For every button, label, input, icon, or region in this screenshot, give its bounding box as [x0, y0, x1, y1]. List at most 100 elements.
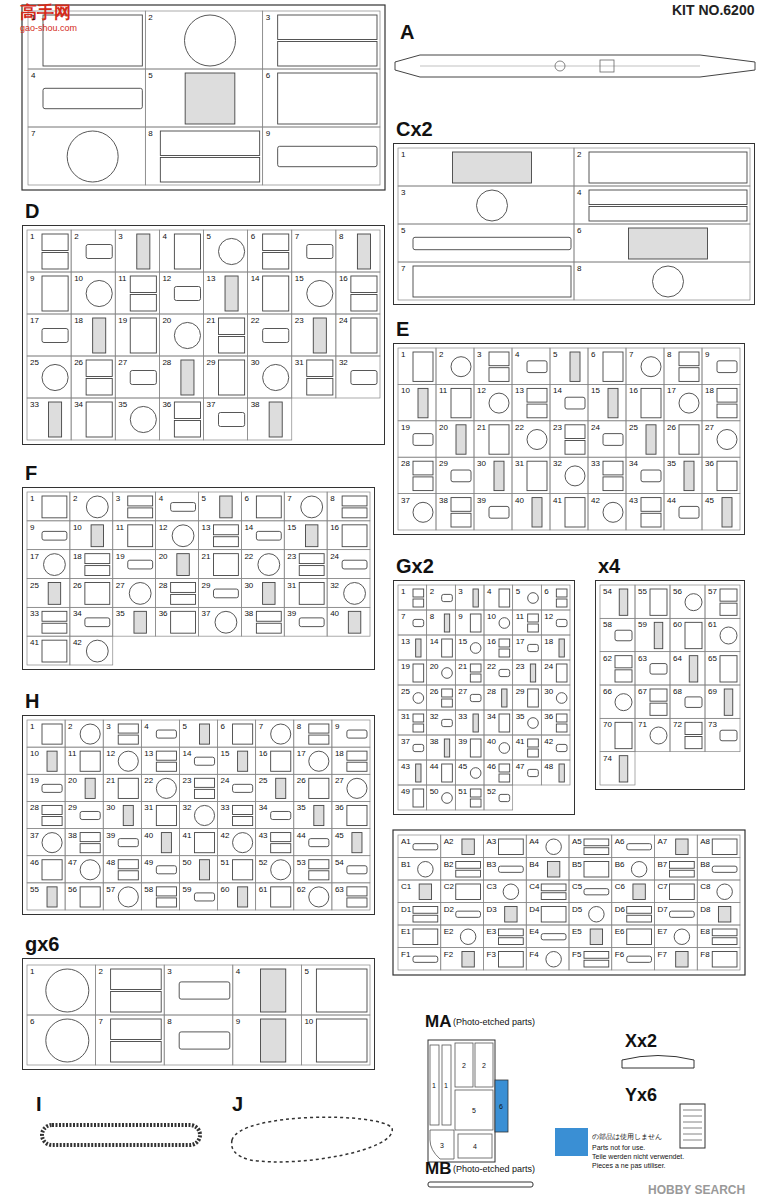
- part-shape: [712, 866, 737, 872]
- sprue-runner: [541, 735, 570, 760]
- part-shape: [309, 860, 329, 869]
- sprue-runner: [398, 148, 574, 186]
- callout-number: 10: [30, 750, 39, 758]
- callout-number: C3: [487, 883, 497, 891]
- callout-number: 37: [202, 610, 211, 618]
- part-shape: [674, 929, 690, 945]
- sprue-runner: [588, 457, 626, 493]
- callout-number: E2: [444, 928, 454, 936]
- part-shape: [528, 749, 539, 757]
- sprue-runner: [96, 965, 165, 1015]
- callout-number: 34: [629, 460, 638, 468]
- part-shape: [462, 839, 474, 855]
- sprue-runner: [670, 685, 705, 718]
- part-shape: [556, 724, 567, 732]
- part-shape: [530, 664, 535, 682]
- callout-number: 41: [516, 738, 525, 746]
- callout-number: 69: [708, 688, 717, 696]
- part-shape: [470, 614, 481, 632]
- sprue-runner: [141, 801, 179, 828]
- callout-number: 1: [401, 151, 405, 159]
- callout-number: A4: [529, 838, 539, 846]
- sprue-letter: H: [25, 691, 39, 711]
- part-shape: [185, 15, 236, 66]
- callout-number: 59: [638, 621, 647, 629]
- part-shape: [344, 583, 366, 605]
- part-shape: [473, 589, 478, 607]
- part-shape: [80, 751, 100, 771]
- part-shape: [650, 727, 667, 744]
- sprue-runner: [635, 652, 670, 685]
- callout-number: 1: [401, 588, 405, 596]
- sprue-runner: [332, 720, 370, 747]
- part-shape: [528, 769, 539, 776]
- sprue-runner: [141, 856, 179, 883]
- part-shape: [263, 276, 289, 311]
- part-shape: [565, 397, 585, 409]
- callout-number: 18: [73, 553, 82, 561]
- sprue-runner: [484, 948, 527, 971]
- sprue-runner: [655, 858, 698, 881]
- sprue-runner: [70, 607, 113, 636]
- sprue-runner: [705, 685, 740, 718]
- sprue-runner: [27, 607, 70, 636]
- callout-number: 49: [144, 859, 153, 867]
- callout-number: 19: [116, 553, 125, 561]
- part-shape: [219, 360, 245, 395]
- callout-number: 36: [705, 460, 714, 468]
- sprue-runner: [248, 230, 292, 272]
- callout-number: 4: [31, 72, 35, 80]
- sprue-runner: [70, 579, 113, 608]
- sprue-runner: [256, 883, 294, 910]
- callout-number: 44: [297, 832, 306, 840]
- sprue-runner: [626, 494, 664, 530]
- part-shape: [442, 719, 453, 726]
- callout-number: 38: [439, 497, 448, 505]
- callout-number: D2: [444, 906, 454, 914]
- sprue-runner: [550, 494, 588, 530]
- part-shape: [556, 714, 567, 722]
- sprue-runner: [541, 710, 570, 735]
- part-shape: [42, 611, 67, 621]
- sprue-runner: [635, 685, 670, 718]
- part-shape: [589, 907, 605, 923]
- part-shape: [256, 496, 281, 518]
- sprue-runner: [336, 314, 380, 356]
- mesh-part: [683, 1110, 702, 1140]
- sprue-runner: [28, 69, 145, 127]
- callout-number: 4: [162, 233, 166, 241]
- callout-number: 18: [74, 317, 83, 325]
- sprue-runner: [204, 230, 248, 272]
- part-shape: [527, 404, 547, 418]
- part-shape: [619, 756, 628, 782]
- part-shape: [214, 537, 239, 547]
- callout-number: 17: [30, 553, 39, 561]
- part-shape: [442, 594, 453, 601]
- sprue-letter: Xx2: [625, 1032, 657, 1050]
- callout-number: 55: [30, 886, 39, 894]
- pe-part: [430, 1130, 454, 1159]
- part-shape: [717, 430, 737, 450]
- callout-number: 7: [99, 1018, 103, 1026]
- callout-number: 33: [458, 713, 467, 721]
- part-shape: [470, 739, 481, 757]
- part-shape: [505, 907, 517, 923]
- part-shape: [233, 805, 253, 814]
- sprue-runner: [526, 858, 569, 881]
- part-shape: [85, 554, 110, 564]
- sprue-runner: [256, 856, 294, 883]
- callout-number: 13: [515, 387, 524, 395]
- part-shape: [499, 669, 510, 676]
- sprue-letter: F: [25, 463, 37, 483]
- callout-number: 18: [544, 638, 553, 646]
- sprue-runner: [71, 272, 115, 314]
- part-shape: [541, 907, 566, 923]
- sprue-runner: [241, 492, 284, 521]
- callout-number: 3: [458, 588, 462, 596]
- sprue-runner: [484, 835, 527, 858]
- part-shape: [42, 329, 68, 343]
- part-shape: [309, 871, 329, 880]
- callout-number: D6: [615, 906, 625, 914]
- callout-number: F2: [444, 951, 453, 959]
- sprue-runner: [705, 718, 740, 751]
